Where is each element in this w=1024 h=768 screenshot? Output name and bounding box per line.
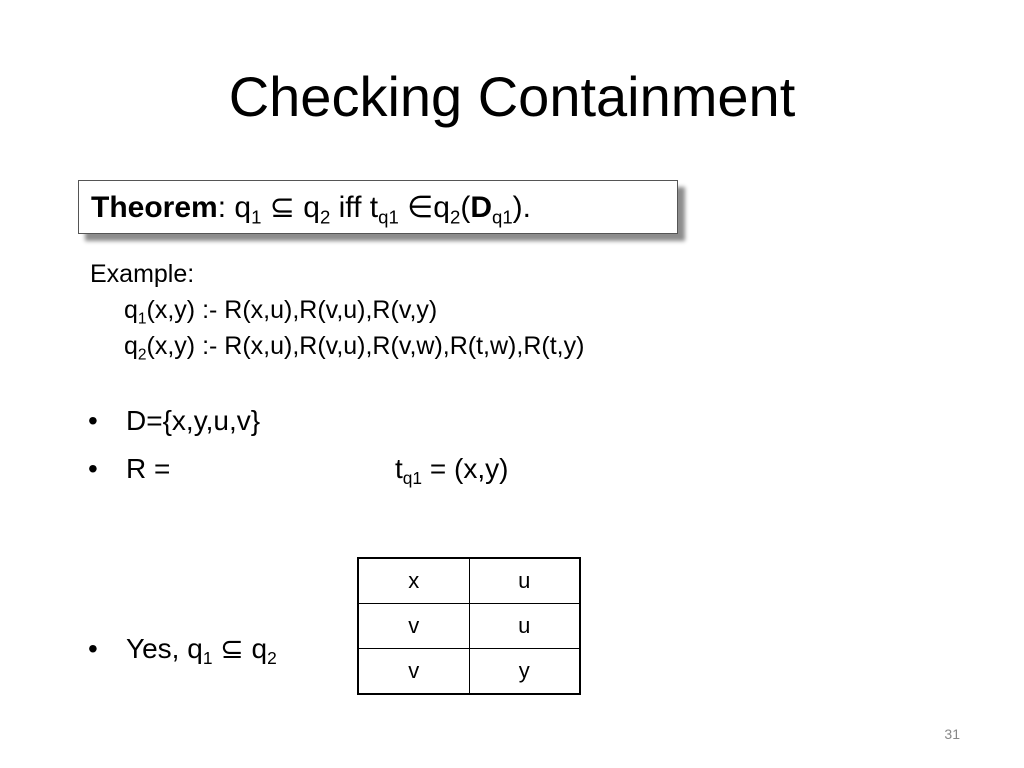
element-symbol: ∈ xyxy=(407,191,434,224)
relation-table: x u v u v y xyxy=(357,557,581,695)
theorem-t: t xyxy=(369,191,379,224)
example-heading: Example: xyxy=(90,260,195,288)
subset-symbol: ⊆ xyxy=(269,191,295,224)
theorem-q1-sub: 1 xyxy=(251,206,262,228)
bullet-dot: • xyxy=(88,453,98,484)
theorem-label: Theorem xyxy=(91,191,218,224)
conclusion-sub1: 1 xyxy=(202,648,213,669)
theorem-D-sub: q1 xyxy=(491,206,513,228)
theorem-D: D xyxy=(470,191,492,224)
bullet-conclusion: • Yes, q1 ⊆ q2 xyxy=(88,632,277,669)
theorem-open-paren: ( xyxy=(460,191,471,224)
theorem-q2-sub: 2 xyxy=(319,206,331,228)
table-row: v u xyxy=(357,603,581,649)
table-cell: y xyxy=(468,648,581,695)
example-q1-rule: q1(x,y) :- R(x,u),R(v,u),R(v,y) xyxy=(124,294,438,328)
bullet-relation: • R = xyxy=(88,452,170,486)
page-number: 31 xyxy=(944,726,960,742)
tuple-sub: q1 xyxy=(402,468,423,489)
theorem-colon: : xyxy=(217,191,227,224)
example-q2-rule: q2(x,y) :- R(x,u),R(v,u),R(v,w),R(t,w),R… xyxy=(124,330,585,364)
theorem-q2: q xyxy=(303,191,320,224)
slide-title: Checking Containment xyxy=(228,65,796,128)
bullet-dot: • xyxy=(88,405,98,436)
bullet-domain: • D={x,y,u,v} xyxy=(88,404,260,438)
relation-label: R = xyxy=(126,453,171,484)
tuple-value: = (x,y) xyxy=(422,453,509,484)
theorem-t-sub: q1 xyxy=(378,206,399,228)
conclusion-sub2: 2 xyxy=(267,648,277,669)
example-q2-body: (x,y) :- R(x,u),R(v,u),R(v,w),R(t,w),R(t… xyxy=(146,332,585,360)
table-row: v y xyxy=(357,648,581,695)
theorem-iff: iff xyxy=(338,191,362,224)
theorem-close: ). xyxy=(512,191,531,224)
table-row: x u xyxy=(357,557,581,604)
bullet-dot: • xyxy=(88,633,98,664)
table-cell: u xyxy=(468,557,581,604)
subset-symbol: ⊆ xyxy=(220,633,244,664)
theorem-q2b-sub: 2 xyxy=(449,206,461,228)
conclusion-q: q xyxy=(251,633,268,664)
table-cell: v xyxy=(357,603,470,649)
example-q1-name: q xyxy=(124,296,138,324)
domain-text: D={x,y,u,v} xyxy=(126,405,261,436)
table-cell: x xyxy=(357,557,470,604)
conclusion-prefix: Yes, q xyxy=(126,633,203,664)
theorem-q1: q xyxy=(234,191,252,224)
example-q2-sub: 2 xyxy=(137,346,147,364)
theorem-q2b: q xyxy=(433,191,450,224)
theorem-box: Theorem: q1 ⊆ q2 iff tq1 ∈q2(Dq1). xyxy=(78,180,678,234)
example-q2-name: q xyxy=(124,332,138,360)
example-q1-body: (x,y) :- R(x,u),R(v,u),R(v,y) xyxy=(146,296,438,324)
tuple-definition: tq1 = (x,y) xyxy=(395,452,509,489)
table-cell: v xyxy=(357,648,470,695)
example-q1-sub: 1 xyxy=(137,310,147,328)
tuple-t: t xyxy=(395,453,403,484)
table-cell: u xyxy=(468,603,581,649)
